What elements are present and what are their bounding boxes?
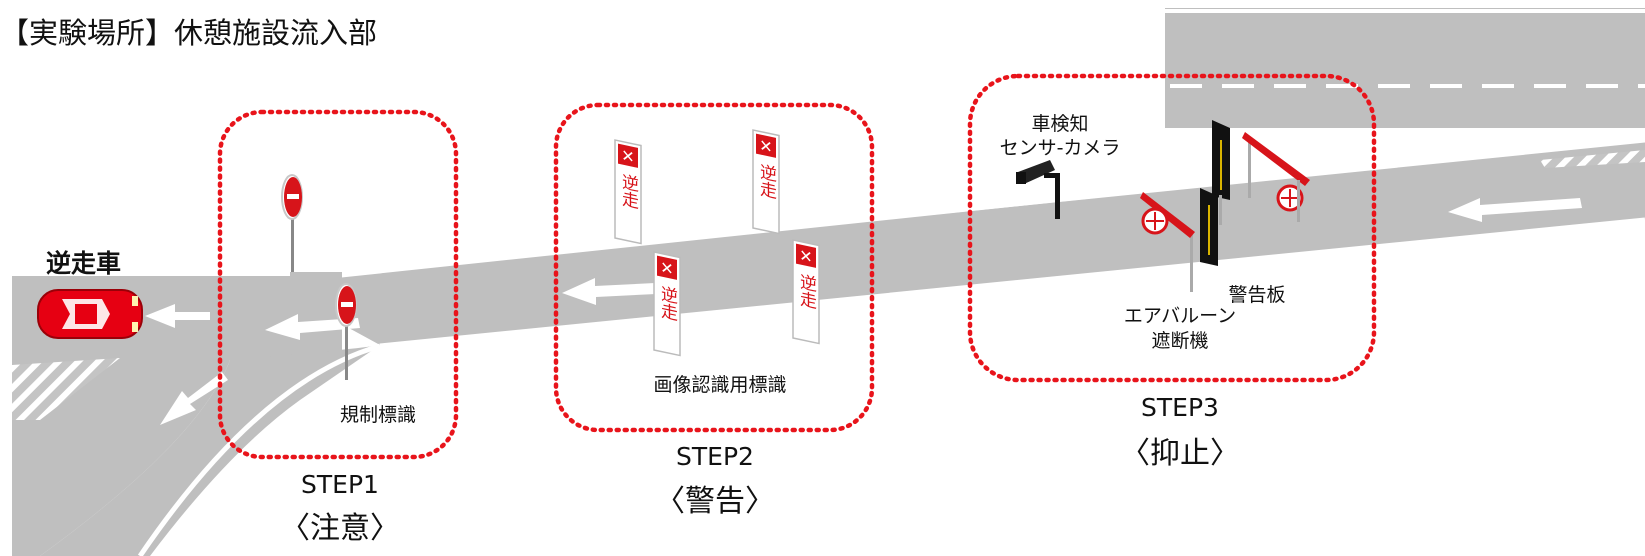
sign-text: 逆走 (618, 172, 638, 210)
arrow-left-icon (562, 278, 656, 305)
do-not-enter-sign-icon (335, 283, 357, 380)
diagram-title: 【実験場所】休憩施設流入部 (0, 16, 378, 50)
svg-text:✕: ✕ (759, 136, 772, 158)
step3-label: STEP3 (1141, 393, 1219, 422)
traffic-arrows (145, 198, 1582, 425)
svg-text:✕: ✕ (660, 258, 673, 280)
step1-boundary (217, 109, 459, 460)
step-boundaries (217, 73, 1377, 460)
sign-text: 逆走 (756, 162, 776, 200)
arrow-left-icon (265, 314, 360, 340)
warning-board-label: 警告板 (1228, 284, 1286, 306)
step2-boundary (553, 102, 875, 433)
step2-equipment-label: 画像認識用標識 (653, 374, 787, 396)
road-network (12, 8, 1645, 556)
step3-phase: 〈抑止〉 (1120, 436, 1240, 471)
wrong-way-car-label: 逆走車 (46, 249, 122, 278)
arrow-down-left-icon (160, 372, 228, 425)
step3-boundary (967, 73, 1377, 383)
do-not-enter-sign-icon (281, 174, 303, 272)
step1-equipment-label: 規制標識 (339, 404, 416, 426)
svg-text:✕: ✕ (799, 246, 812, 268)
air-balloon-barrier-label: エアバルーン 遮断機 (1123, 305, 1237, 352)
arrow-left-icon (1448, 198, 1582, 222)
sensor-camera-label: 車検知 センサ-カメラ (999, 113, 1121, 159)
sensor-camera-icon (1016, 160, 1060, 219)
image-recognition-signs: ✕ 逆走 ✕ 逆走 ✕ 逆走 ✕ 逆走 (614, 129, 820, 357)
air-balloon-barrier-icon (1140, 132, 1310, 292)
warning-board-icon (1200, 120, 1251, 266)
step2-phase: 〈警告〉 (655, 484, 775, 519)
step2-label: STEP2 (676, 442, 754, 471)
step1-label: STEP1 (301, 470, 379, 499)
wrong-way-car-icon (37, 289, 143, 339)
svg-text:✕: ✕ (621, 146, 634, 168)
sign-text: 逆走 (796, 272, 816, 310)
arrow-left-icon (145, 304, 210, 328)
step1-phase: 〈注意〉 (280, 511, 400, 546)
sign-text: 逆走 (657, 284, 677, 322)
